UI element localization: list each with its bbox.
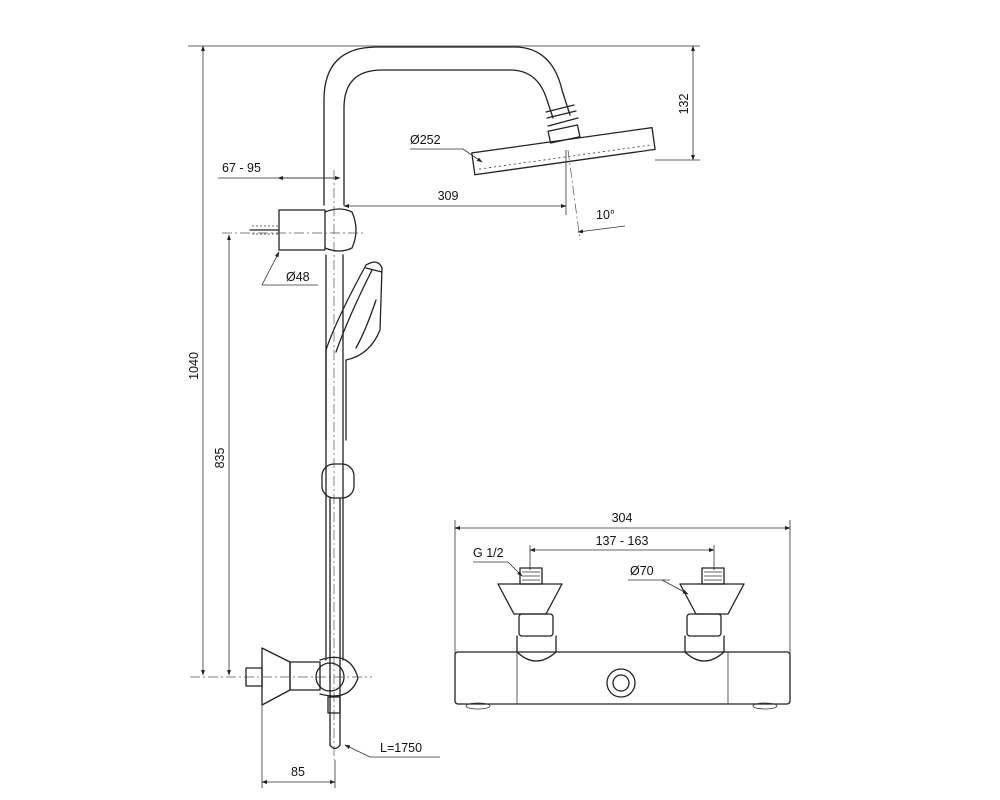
dim-label-48: Ø48 bbox=[286, 270, 310, 284]
dim-label-132: 132 bbox=[677, 94, 691, 115]
dim-label-835: 835 bbox=[213, 448, 227, 469]
riser-pipe-outer bbox=[323, 46, 571, 206]
hose bbox=[329, 497, 341, 750]
dim-label-85: 85 bbox=[291, 765, 305, 779]
angle-leader bbox=[577, 225, 626, 234]
showerhead bbox=[471, 126, 656, 176]
front-view: 304 137 - 163 G 1/2 Ø70 bbox=[454, 511, 791, 710]
mixer-body bbox=[454, 651, 791, 710]
dim-label-137-163: 137 - 163 bbox=[596, 534, 649, 548]
wall-bracket bbox=[249, 208, 357, 252]
dim-label-1040: 1040 bbox=[187, 352, 201, 380]
right-inlet bbox=[679, 567, 745, 662]
front-outlet bbox=[606, 668, 636, 698]
leader-48 bbox=[261, 251, 280, 286]
dim-label-flange: Ø70 bbox=[630, 564, 654, 578]
dim-label-252: Ø252 bbox=[410, 133, 441, 147]
side-mixer bbox=[245, 647, 359, 714]
slider-holder bbox=[321, 463, 355, 499]
dim-label-hose: L=1750 bbox=[380, 741, 422, 755]
left-inlet bbox=[497, 567, 563, 662]
leader-hose bbox=[344, 744, 371, 758]
dim-label-67-95: 67 - 95 bbox=[222, 161, 261, 175]
leader-252 bbox=[462, 148, 483, 163]
arm-joint-rings bbox=[545, 104, 581, 144]
side-view: 132 Ø252 309 10° 67 - 95 Ø48 bbox=[187, 45, 700, 788]
dim-label-thread: G 1/2 bbox=[473, 546, 504, 560]
dim-label-304: 304 bbox=[612, 511, 633, 525]
showerhead-axis bbox=[567, 149, 581, 241]
dim-label-309: 309 bbox=[438, 189, 459, 203]
hand-shower bbox=[325, 261, 383, 441]
dim-label-angle: 10° bbox=[596, 208, 615, 222]
riser-pipe-inner bbox=[343, 69, 554, 206]
